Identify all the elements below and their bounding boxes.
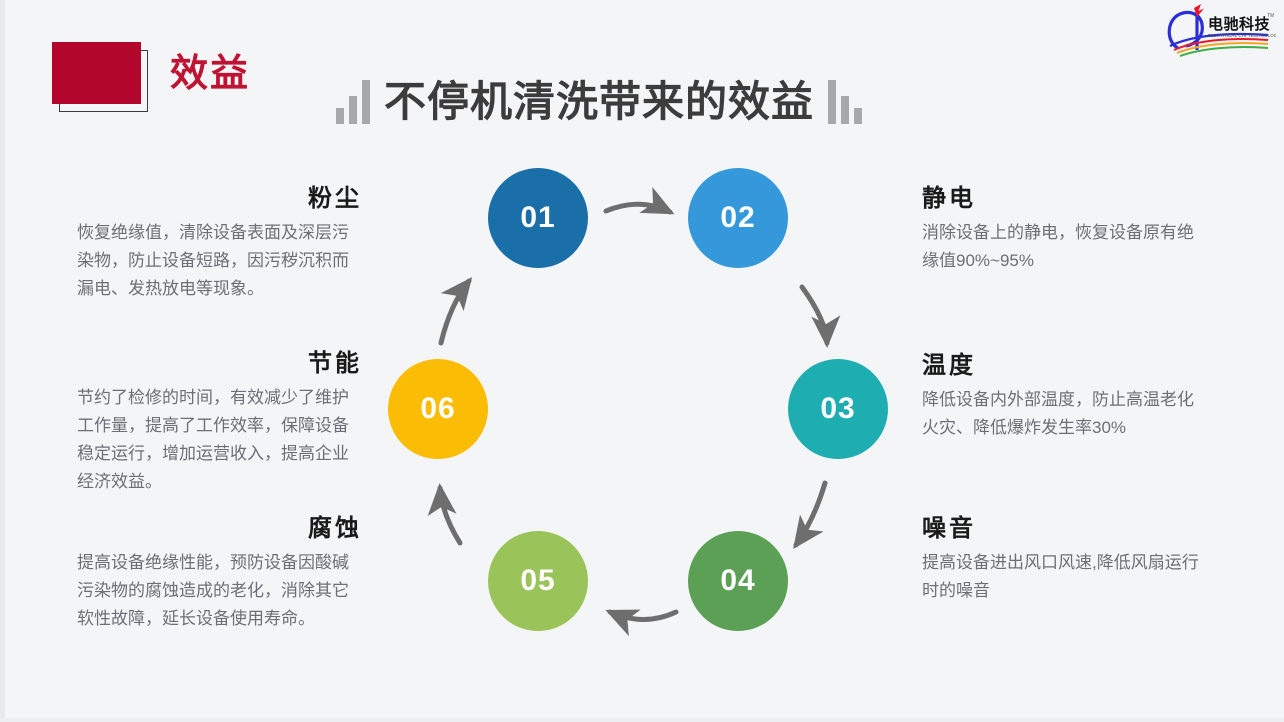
cycle-node-03[interactable]: 03 [788,359,888,459]
text-block-temperature-heading: 温度 [922,352,976,379]
text-block-dust-heading: 粉尘 [308,185,362,212]
badge-red-shape [52,42,141,104]
cycle-node-05[interactable]: 05 [488,531,588,631]
logo-trademark: TM [1267,13,1274,19]
cycle-node-03-label: 03 [820,392,856,425]
cycle-diagram: 01 02 03 04 05 06 [378,168,906,660]
text-block-noise-body: 提高设备进出风口风速,降低风扇运行时的噪音 [922,553,1199,600]
arrow-02-to-03 [799,284,841,348]
arrow-03-to-04 [793,480,828,550]
logo-cn-text: 电驰科技 [1208,15,1271,33]
text-block-dust-body: 恢复绝缘值，清除设备表面及深层污染物，防止设备短路，因污秽沉积而漏电、发热放电等… [77,223,349,298]
company-logo: 电驰科技 ELECTRICAL CHI TECHNOLOGY TM [1164,2,1280,58]
left-edge-strip [0,0,5,722]
cycle-node-02-label: 02 [720,201,756,234]
text-block-static-body: 消除设备上的静电，恢复设备原有绝缘值90%~95% [922,223,1194,270]
text-block-noise-heading: 噪音 [922,515,976,542]
arrow-05-to-06 [427,483,463,546]
bottom-edge-strip [0,718,1284,722]
arrow-04-to-05 [605,609,679,637]
cycle-node-05-label: 05 [520,564,556,597]
cycle-node-04[interactable]: 04 [688,531,788,631]
bar-chart-decor-right-icon [828,80,863,128]
text-block-corrosion-heading: 腐蚀 [308,515,362,542]
text-block-noise: 噪音 提高设备进出风口风速,降低风扇运行时的噪音 [922,513,1207,605]
text-block-dust: 粉尘 恢复绝缘值，清除设备表面及深层污染物，防止设备短路，因污秽沉积而漏电、发热… [77,183,362,303]
text-block-corrosion-body: 提高设备绝缘性能，预防设备因酸碱污染物的腐蚀造成的老化，消除其它软性故障，延长设… [77,553,349,628]
arrow-01-to-02 [603,186,675,215]
cycle-node-01-label: 01 [520,201,556,234]
cycle-node-04-label: 04 [720,564,756,597]
logo-en-text: ELECTRICAL CHI TECHNOLOGY [1208,33,1276,38]
section-badge-label: 效益 [170,53,251,95]
text-block-static-heading: 静电 [922,185,976,212]
text-block-corrosion: 腐蚀 提高设备绝缘性能，预防设备因酸碱污染物的腐蚀造成的老化，消除其它软性故障，… [77,513,362,633]
arrow-06-to-01 [438,277,473,346]
bar-chart-decor-left-icon [336,80,370,128]
text-block-static: 静电 消除设备上的静电，恢复设备原有绝缘值90%~95% [922,183,1207,275]
text-block-energy-body: 节约了检修的时间，有效减少了维护工作量，提高了工作效率，保障设备稳定运行，增加运… [77,388,349,491]
cycle-node-06[interactable]: 06 [388,359,488,459]
cycle-node-01[interactable]: 01 [488,168,588,268]
text-block-energy-heading: 节能 [308,350,362,377]
cycle-arrows [427,186,841,637]
text-block-energy: 节能 节约了检修的时间，有效减少了维护工作量，提高了工作效率，保障设备稳定运行，… [77,348,362,496]
cycle-node-02[interactable]: 02 [688,168,788,268]
page-title-group: 不停机清洗带来的效益 [336,66,863,128]
page-title: 不停机清洗带来的效益 [384,78,815,125]
cycle-node-06-label: 06 [420,392,456,425]
text-block-temperature: 温度 降低设备内外部温度，防止高温老化火灾、降低爆炸发生率30% [922,350,1207,442]
text-block-temperature-body: 降低设备内外部温度，防止高温老化火灾、降低爆炸发生率30% [922,390,1194,437]
